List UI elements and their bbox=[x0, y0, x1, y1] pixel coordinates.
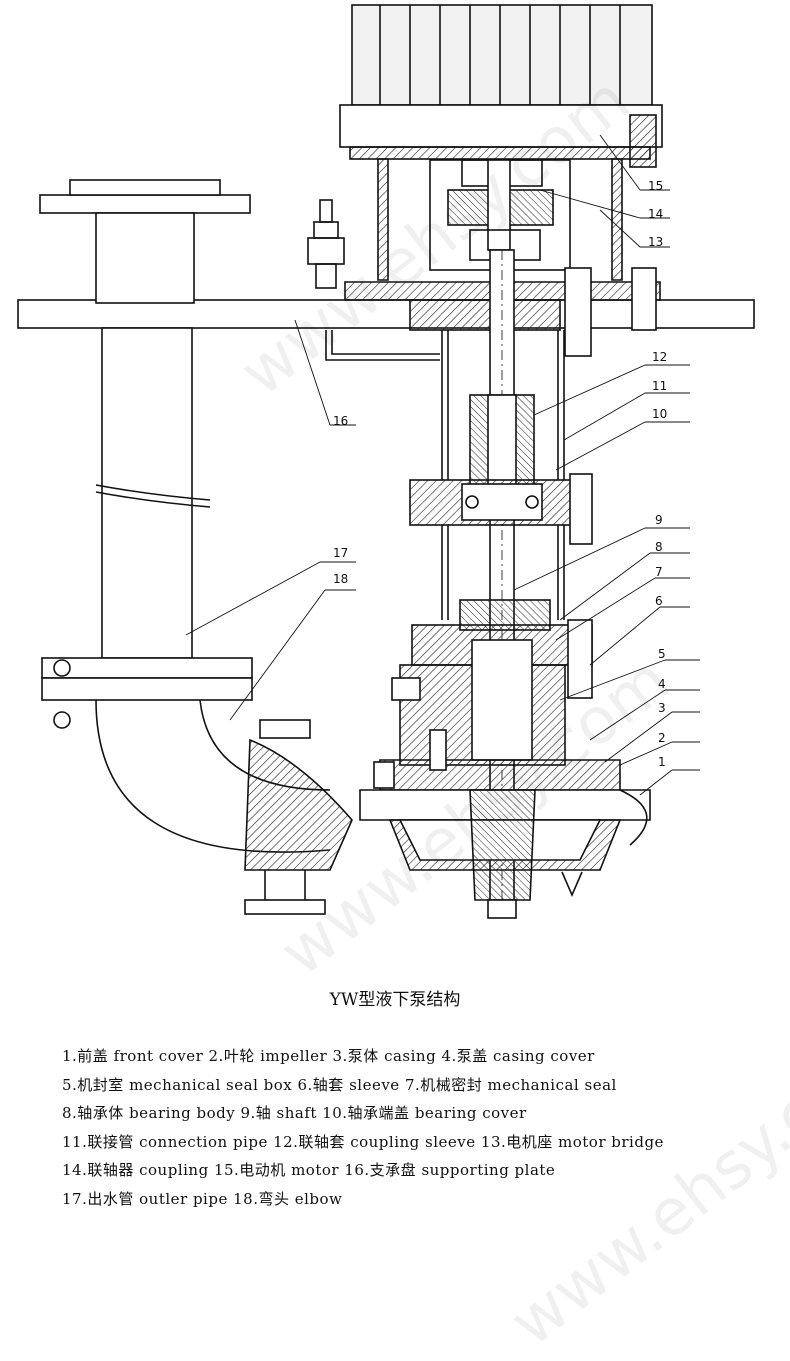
legend-line: 8.轴承体 bearing body 9.轴 shaft 10.轴承端盖 bea… bbox=[62, 1104, 527, 1123]
pump-casing bbox=[359, 729, 651, 919]
callout-4: 4 bbox=[658, 677, 666, 691]
callout-leaders bbox=[185, 134, 700, 796]
callout-18: 18 bbox=[333, 572, 348, 586]
callout-6: 6 bbox=[655, 594, 663, 608]
elbow bbox=[95, 699, 353, 915]
callout-1: 1 bbox=[658, 755, 666, 769]
callout-16: 16 bbox=[333, 414, 348, 428]
callout-2: 2 bbox=[658, 731, 666, 745]
callout-7: 7 bbox=[655, 565, 663, 579]
callout-15: 15 bbox=[648, 179, 663, 193]
coupling bbox=[447, 159, 554, 261]
lubricator bbox=[307, 199, 440, 361]
callout-12: 12 bbox=[652, 350, 667, 364]
coupling-sleeve bbox=[469, 394, 535, 486]
connection-pipe bbox=[441, 330, 565, 620]
callout-13: 13 bbox=[648, 235, 663, 249]
legend-line: 17.出水管 outler pipe 18.弯头 elbow bbox=[62, 1189, 343, 1208]
callout-3: 3 bbox=[658, 701, 666, 715]
motor bbox=[339, 4, 663, 168]
callout-11: 11 bbox=[652, 379, 667, 393]
legend-line: 1.前盖 front cover 2.叶轮 impeller 3.泵体 casi… bbox=[62, 1047, 595, 1065]
callout-10: 10 bbox=[652, 407, 667, 421]
callout-8: 8 bbox=[655, 540, 663, 554]
callout-14: 14 bbox=[648, 207, 663, 221]
bearing-body bbox=[391, 599, 593, 766]
pump-cross-section-diagram: 1 2 3 4 5 6 7 8 9 10 11 12 13 14 15 16 1… bbox=[17, 4, 755, 919]
parts-legend: 1.前盖 front cover 2.叶轮 impeller 3.泵体 casi… bbox=[62, 1042, 782, 1214]
middle-flange bbox=[409, 473, 593, 545]
callout-17: 17 bbox=[333, 546, 348, 560]
supporting-plate bbox=[17, 267, 755, 357]
legend-line: 14.联轴器 coupling 15.电动机 motor 16.支承盘 supp… bbox=[62, 1161, 556, 1180]
outlet-pipe bbox=[39, 179, 253, 729]
callout-9: 9 bbox=[655, 513, 663, 527]
diagram-caption: YW型液下泵结构 bbox=[329, 990, 461, 1010]
callout-5: 5 bbox=[658, 647, 666, 661]
legend-line: 5.机封室 mechanical seal box 6.轴套 sleeve 7.… bbox=[62, 1075, 617, 1094]
legend-line: 11.联接管 connection pipe 12.联轴套 coupling s… bbox=[62, 1132, 664, 1151]
callout-labels: 1 2 3 4 5 6 7 8 9 10 11 12 13 14 15 16 1… bbox=[333, 179, 667, 769]
